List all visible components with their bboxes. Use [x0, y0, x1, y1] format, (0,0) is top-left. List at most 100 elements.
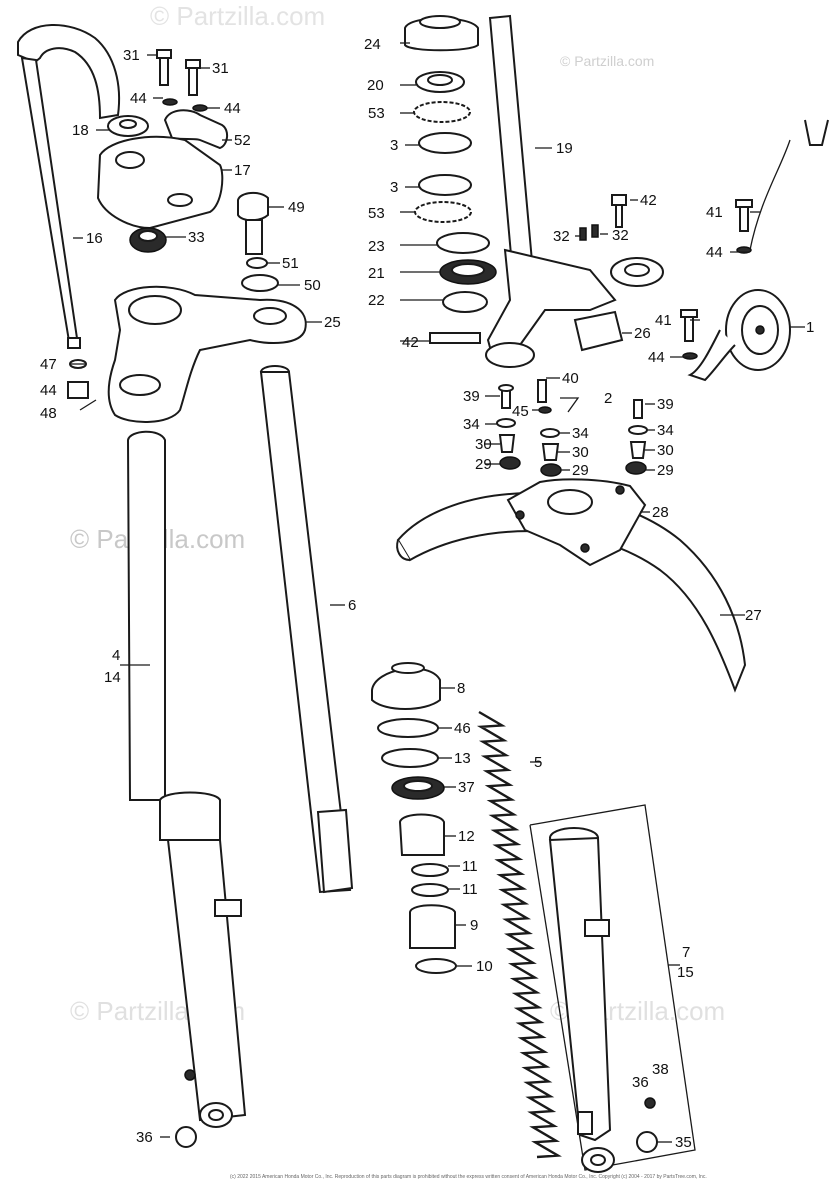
- callout-33: 33: [188, 229, 205, 246]
- callout-49: 49: [288, 199, 305, 216]
- callout-50: 50: [304, 277, 321, 294]
- callout-7: 7: [682, 944, 690, 961]
- callout-29-center: 29: [572, 462, 589, 479]
- top-thread-part: [404, 15, 479, 52]
- callout-42-left: 42: [402, 334, 419, 351]
- callout-20: 20: [367, 77, 384, 94]
- callout-22: 22: [368, 292, 385, 309]
- callout-32-right: 32: [612, 227, 629, 244]
- callout-6: 6: [348, 597, 356, 614]
- stem-bolt-part: [237, 192, 269, 255]
- callout-44-lower-right: 44: [648, 349, 665, 366]
- callout-29-right: 29: [657, 462, 674, 479]
- callout-13: 13: [454, 750, 471, 767]
- callout-27: 27: [745, 607, 762, 624]
- callout-34-left: 34: [463, 416, 480, 433]
- callout-44-lower-left: 44: [40, 382, 57, 399]
- leader-lines: [70, 42, 805, 1143]
- callout-5: 5: [534, 754, 542, 771]
- steel-ball-part: [413, 101, 471, 123]
- callout-8: 8: [457, 680, 465, 697]
- callout-30-right: 30: [657, 442, 674, 459]
- callout-labels: 24 20 53 3 19 3 53 23 21 22 42 42 32 32 …: [40, 36, 814, 1151]
- callout-48: 48: [40, 405, 57, 422]
- callout-3: 3: [390, 137, 398, 154]
- fender-bracket-part: [506, 478, 647, 567]
- callout-51: 51: [282, 255, 299, 272]
- callout-28: 28: [652, 504, 669, 521]
- callout-46: 46: [454, 720, 471, 737]
- callout-40: 40: [562, 370, 579, 387]
- callout-44-upper-right: 44: [224, 100, 241, 117]
- callout-36-left: 36: [136, 1129, 153, 1146]
- callout-3-lower: 3: [390, 179, 398, 196]
- callout-45: 45: [512, 403, 529, 420]
- callout-52: 52: [234, 132, 251, 149]
- left-fork-assembly-part: [126, 430, 247, 1128]
- cap-nut-part: [67, 381, 89, 399]
- callout-39-left: 39: [463, 388, 480, 405]
- callout-53-lower: 53: [368, 205, 385, 222]
- callout-36-right: 36: [632, 1074, 649, 1091]
- callout-19: 19: [556, 140, 573, 157]
- callout-16: 16: [86, 230, 103, 247]
- callout-39-right: 39: [657, 396, 674, 413]
- callout-47: 47: [40, 356, 57, 373]
- callout-23: 23: [368, 238, 385, 255]
- callout-34-right: 34: [657, 422, 674, 439]
- callout-44-upper-left: 44: [130, 90, 147, 107]
- dust-seal-part: [371, 667, 441, 710]
- callout-35: 35: [675, 1134, 692, 1151]
- watermark-top-right: © Partzilla.com: [560, 53, 654, 69]
- seal-ring-part: [377, 718, 439, 738]
- callout-11-upper: 11: [462, 858, 478, 875]
- slider-bushing-part: [409, 904, 456, 949]
- drain-washer-left-part: [175, 1126, 197, 1148]
- callout-9: 9: [470, 917, 478, 934]
- bushing-part: [398, 813, 445, 856]
- callout-29-left: 29: [475, 456, 492, 473]
- callout-53: 53: [368, 105, 385, 122]
- callout-30-left: 30: [475, 436, 492, 453]
- watermark-top-left: © Partzilla.com: [150, 1, 325, 31]
- copyright-notice: (c) 2022 2015 American Honda Motor Co., …: [230, 1174, 707, 1180]
- bolt-parts: [156, 49, 201, 96]
- callout-25: 25: [324, 314, 341, 331]
- fork-spring-part: [476, 710, 562, 1159]
- callout-17: 17: [234, 162, 251, 179]
- callout-38: 38: [652, 1061, 669, 1078]
- callout-4: 4: [112, 647, 120, 664]
- callout-18: 18: [72, 122, 89, 139]
- callout-31-left: 31: [123, 47, 140, 64]
- callout-32-left: 32: [553, 228, 570, 245]
- callout-26: 26: [634, 325, 651, 342]
- ball-race-part: [418, 132, 472, 154]
- callout-37: 37: [458, 779, 475, 796]
- steering-stem-part: [485, 14, 664, 368]
- callout-44-top-right: 44: [706, 244, 723, 261]
- handlebar-part: [17, 24, 121, 349]
- callout-41-top: 41: [706, 204, 723, 221]
- callout-12: 12: [458, 828, 475, 845]
- callout-1: 1: [806, 319, 814, 336]
- drain-washer-part: [636, 1131, 658, 1153]
- callout-31-right: 31: [212, 60, 229, 77]
- right-fork-tube-part: [259, 365, 354, 894]
- callout-41-lower: 41: [655, 312, 672, 329]
- callout-11-lower: 11: [462, 881, 478, 898]
- horn-part: [687, 119, 829, 382]
- upper-holder-part: [96, 135, 224, 230]
- callout-14: 14: [104, 669, 121, 686]
- callout-24: 24: [364, 36, 381, 53]
- callout-10: 10: [476, 958, 493, 975]
- callout-42-right: 42: [640, 192, 657, 209]
- callout-21: 21: [368, 265, 385, 282]
- reflector-bracket-part: [573, 310, 624, 352]
- callout-34-center: 34: [572, 425, 589, 442]
- right-fork-bottom-case-part: [529, 804, 696, 1173]
- callout-2: 2: [604, 390, 612, 407]
- callout-30-center: 30: [572, 444, 589, 461]
- bolt-part: [611, 194, 627, 206]
- callout-15: 15: [677, 964, 694, 981]
